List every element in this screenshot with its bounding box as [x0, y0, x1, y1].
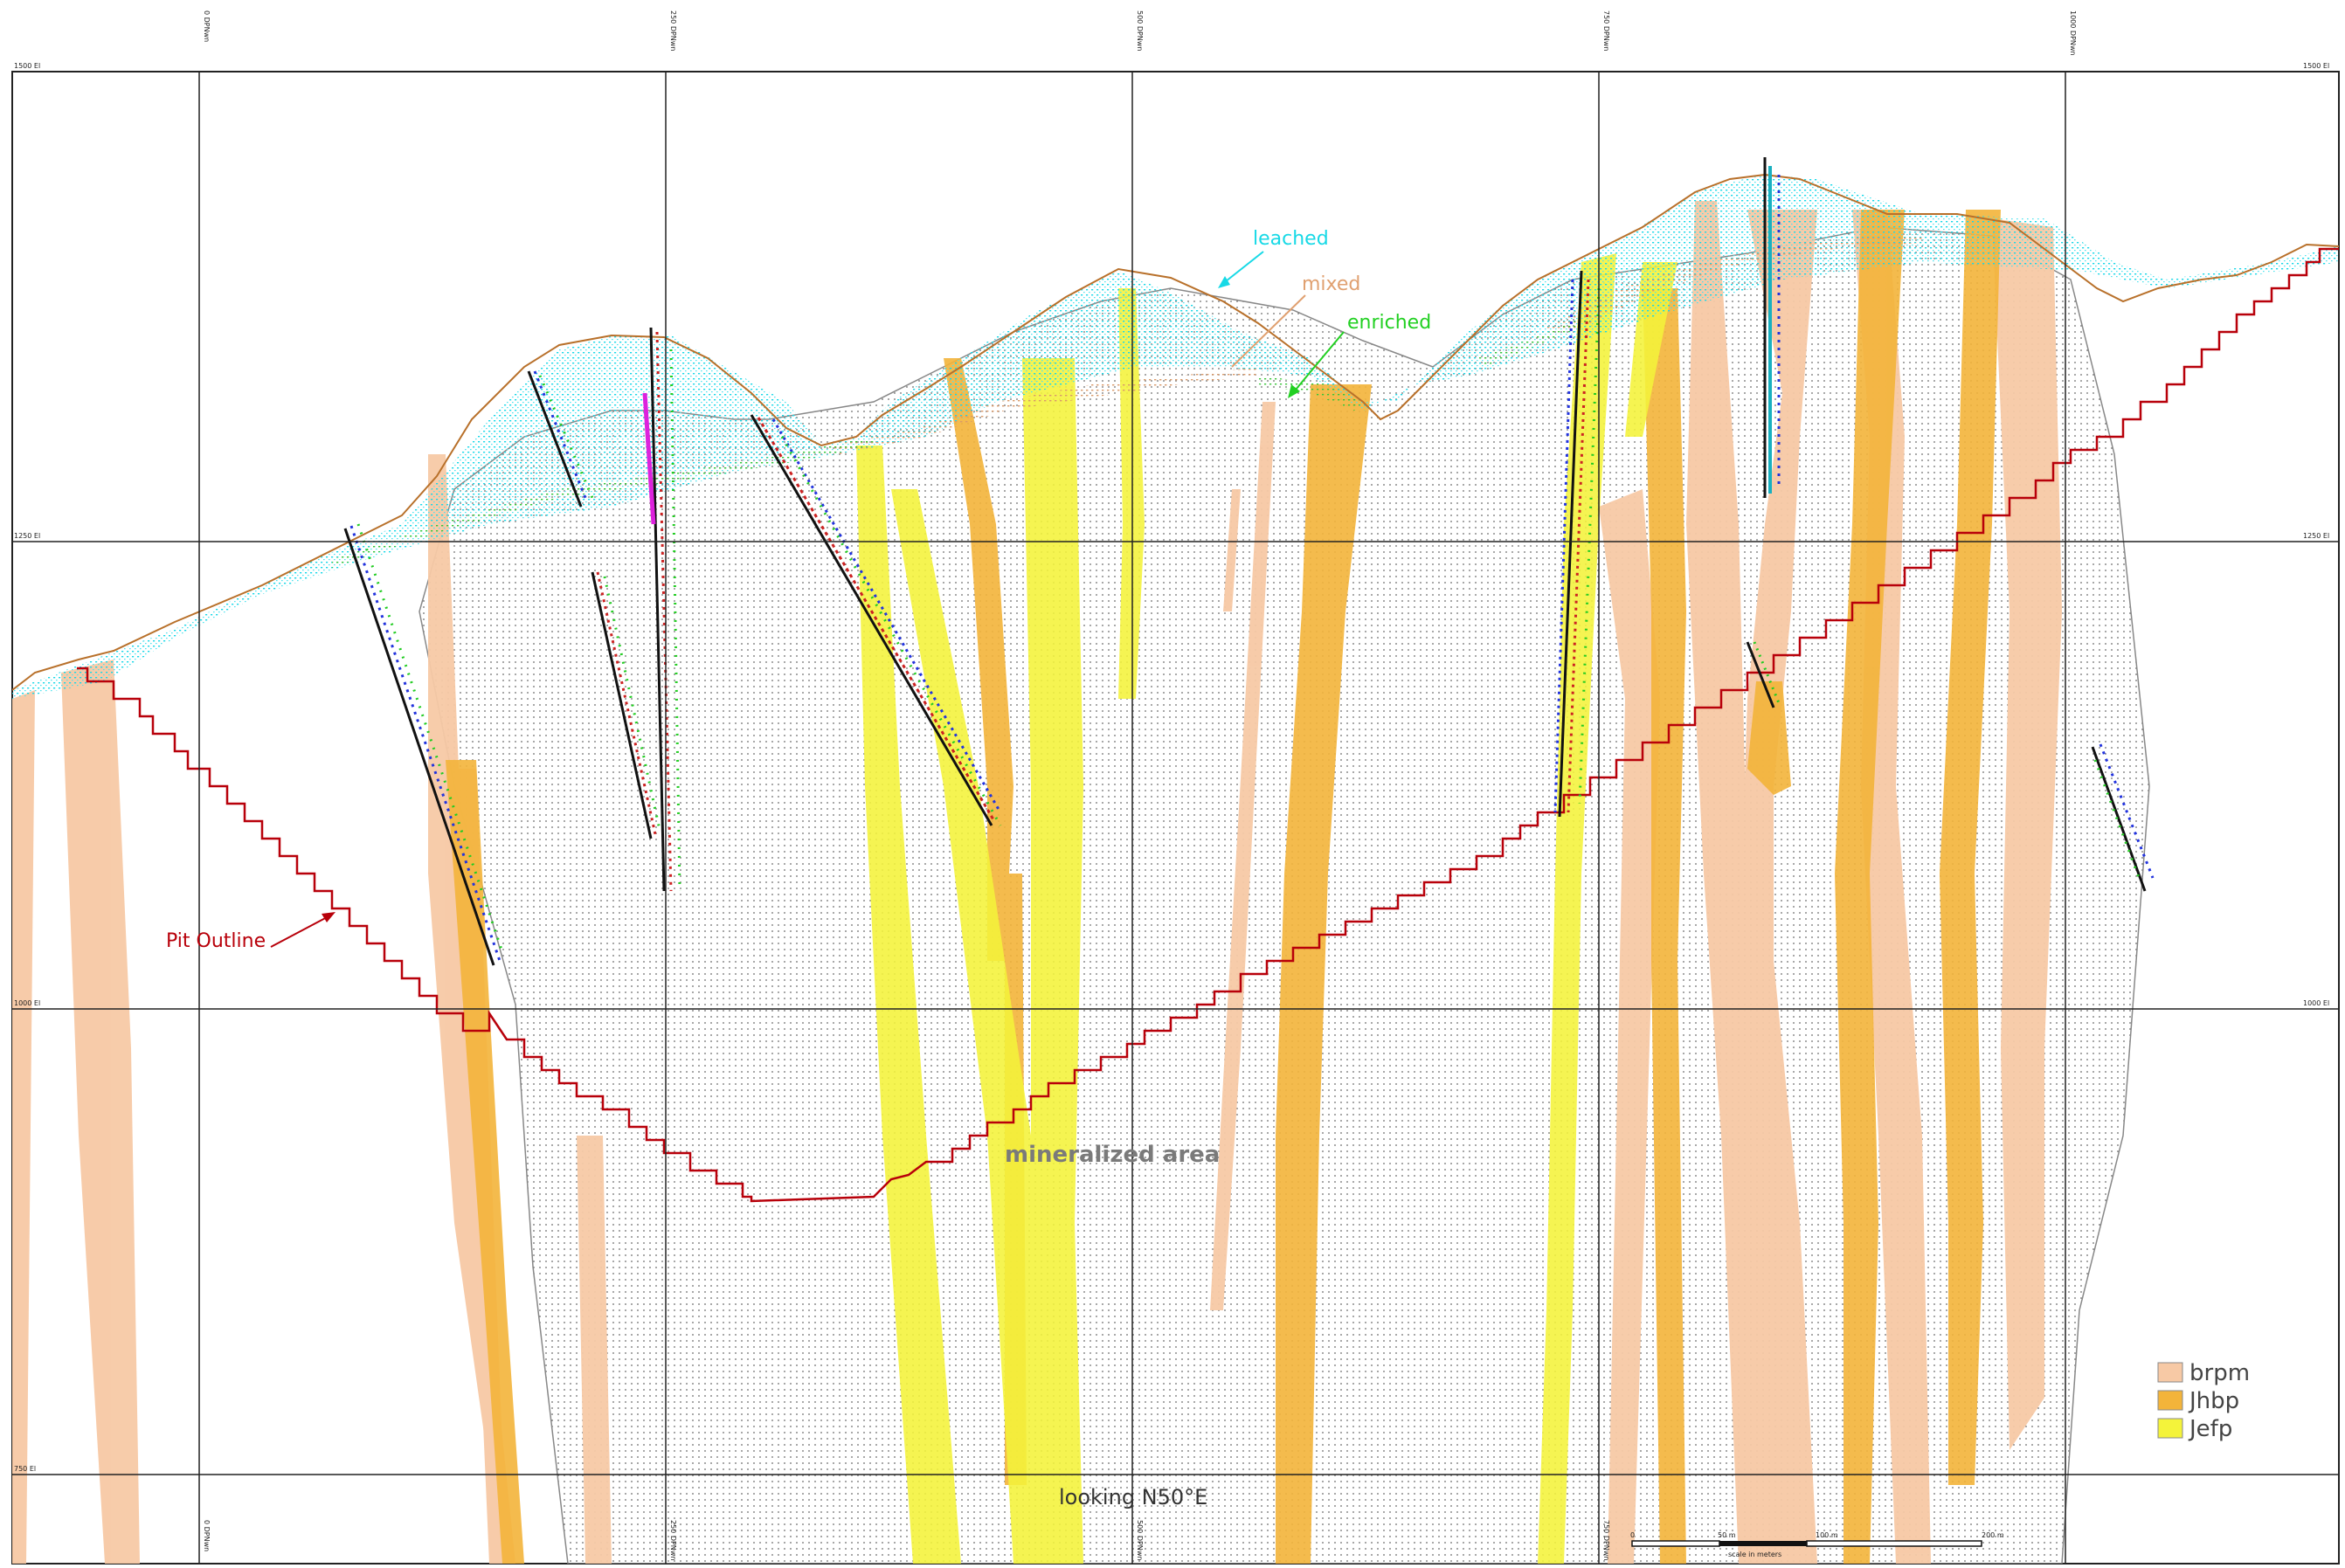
legend-item-jefp: Jefp: [2157, 1416, 2232, 1442]
grid-x-label: 0 DPNwn: [203, 1520, 211, 1551]
grid-x-labels-top: 0 DPNwn 250 DPNwn 500 DPNwn 750 DPNwn 10…: [203, 10, 2077, 55]
drill-holes: [343, 157, 2155, 966]
mixed-label: mixed: [1302, 273, 1360, 295]
view-direction-label: looking N50°E: [1059, 1485, 1207, 1509]
scale-tick: 0: [1630, 1531, 1635, 1539]
section-grid: [12, 72, 2339, 1564]
grid-y-label: 1000 El: [2303, 999, 2329, 1007]
mixed-arrow: [1231, 294, 1306, 368]
drill-hole: [1746, 641, 1781, 708]
leached-arrowhead: [1218, 276, 1230, 288]
zone-annotations: leached mixed enriched: [1218, 228, 1431, 398]
drill-hole: [591, 571, 661, 839]
legend-swatch: [2157, 1362, 2183, 1383]
grid-y-label: 1000 El: [14, 999, 40, 1007]
legend-label: brpm: [2189, 1360, 2250, 1386]
mixed-zone: [830, 234, 1922, 454]
grid-y-label: 750 El: [14, 1465, 36, 1473]
pit-outline-label: Pit Outline: [166, 930, 266, 952]
leached-zone: [12, 175, 2339, 699]
drill-hole: [642, 327, 681, 892]
legend-swatch: [2157, 1418, 2183, 1439]
grid-y-label: 1250 El: [14, 532, 40, 540]
grid-x-labels-bottom: 0 DPNwn 250 DPNwn 500 DPNwn 750 DPNwn: [203, 1520, 1610, 1560]
enriched-arrow: [1290, 331, 1345, 396]
enriched-label: enriched: [1347, 312, 1431, 334]
scale-tick: 100 m: [1816, 1531, 1838, 1539]
grid-y-label: 1500 El: [2303, 62, 2329, 70]
drill-hole: [1553, 270, 1601, 818]
grid-x-label: 500 DPNwn: [1136, 10, 1144, 51]
drill-hole: [750, 414, 1002, 826]
grid-y-labels: 1500 El 1250 El 1000 El 750 El 1500 El 1…: [14, 62, 2329, 1473]
grid-y-label: 1500 El: [14, 62, 40, 70]
legend-label: Jefp: [2188, 1416, 2232, 1442]
legend-item-jhbp: Jhbp: [2157, 1388, 2239, 1414]
drill-hole: [2091, 743, 2155, 892]
mineralized-area-label: mineralized area: [1005, 1142, 1220, 1168]
drill-hole: [343, 523, 504, 966]
scale-tick: 50 m: [1718, 1531, 1736, 1539]
legend-item-brpm: brpm: [2157, 1360, 2250, 1386]
pit-outline: [77, 247, 2339, 1203]
grid-x-label: 500 DPNwn: [1136, 1520, 1144, 1560]
scale-tick: 200 m: [1982, 1531, 2004, 1539]
scale-caption: scale in meters: [1728, 1551, 1781, 1558]
grid-x-label: 750 DPNwn: [1602, 10, 1610, 51]
scale-bar: 0 50 m 100 m 200 m scale in meters: [1630, 1531, 2004, 1558]
legend-label: Jhbp: [2188, 1388, 2239, 1414]
leached-label: leached: [1253, 228, 1329, 250]
enriched-zone: [332, 314, 1590, 568]
legend-swatch: [2157, 1390, 2183, 1411]
enriched-arrowhead: [1288, 384, 1300, 398]
drill-hole: [1763, 157, 1781, 498]
legend: brpm Jhbp Jefp: [2157, 1360, 2250, 1442]
grid-x-label: 0 DPNwn: [203, 10, 211, 42]
drill-hole: [527, 370, 594, 508]
topography-line: [12, 173, 2339, 691]
grid-x-label: 750 DPNwn: [1602, 1520, 1610, 1560]
grid-x-label: 250 DPNwn: [669, 1520, 677, 1560]
grid-y-label: 1250 El: [2303, 532, 2329, 540]
grid-x-label: 1000 DPNwn: [2069, 10, 2077, 55]
grid-x-label: 250 DPNwn: [669, 10, 677, 51]
pit-outline-arrowhead: [322, 912, 335, 922]
jefp-units: [856, 253, 1677, 1564]
leached-arrow: [1221, 251, 1264, 286]
pit-outline-arrow: [270, 915, 331, 948]
